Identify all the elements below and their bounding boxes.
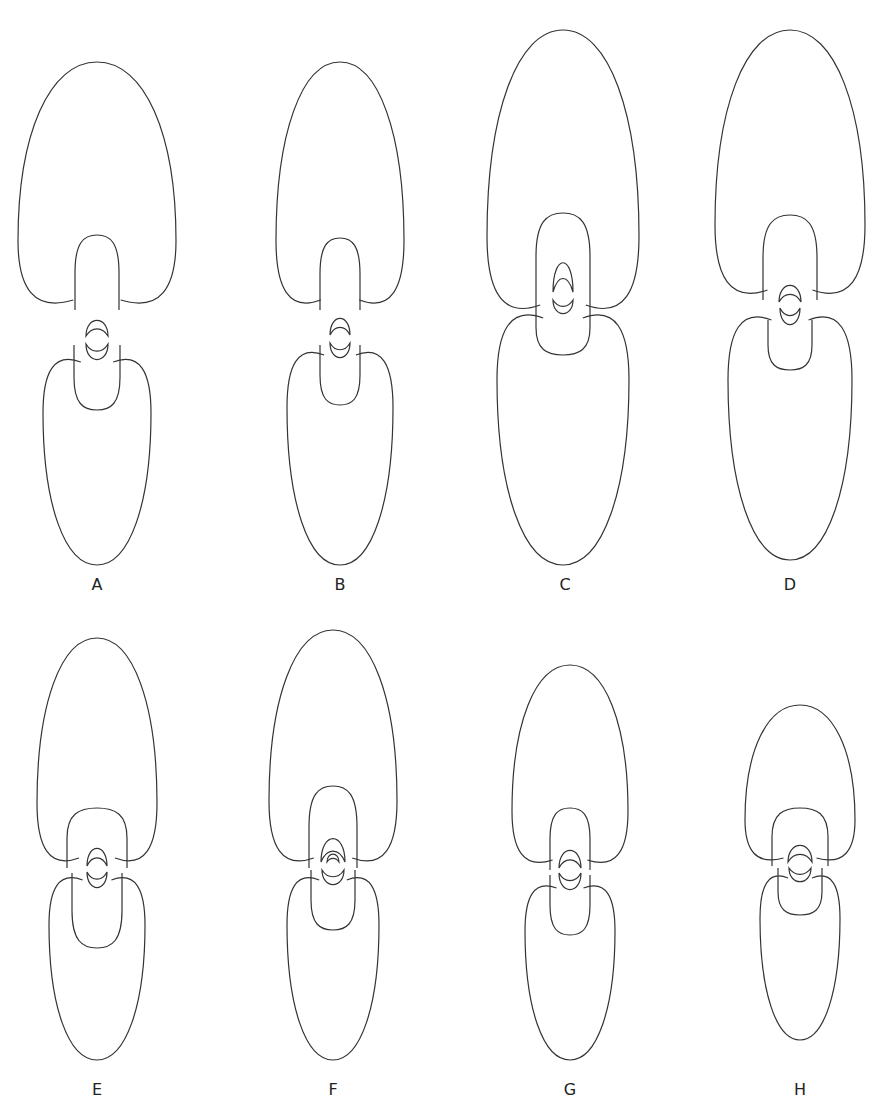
specimen-g [512,665,628,1060]
specimen-a [18,62,176,565]
specimen-c [487,30,639,565]
specimen-e [37,638,157,1060]
specimen-d [715,30,865,560]
figure-letter: D [784,577,796,593]
figure-letter: G [564,1082,576,1098]
specimen-f [269,630,397,1060]
figure-letter: H [794,1082,806,1098]
figure-letter: E [92,1082,102,1098]
figure-letter: F [328,1082,337,1098]
specimen-h [745,705,855,1040]
figure-letter: B [335,577,346,593]
specimen-b [276,62,404,565]
figure-letter: C [559,577,570,593]
figure-letter: A [92,577,103,593]
